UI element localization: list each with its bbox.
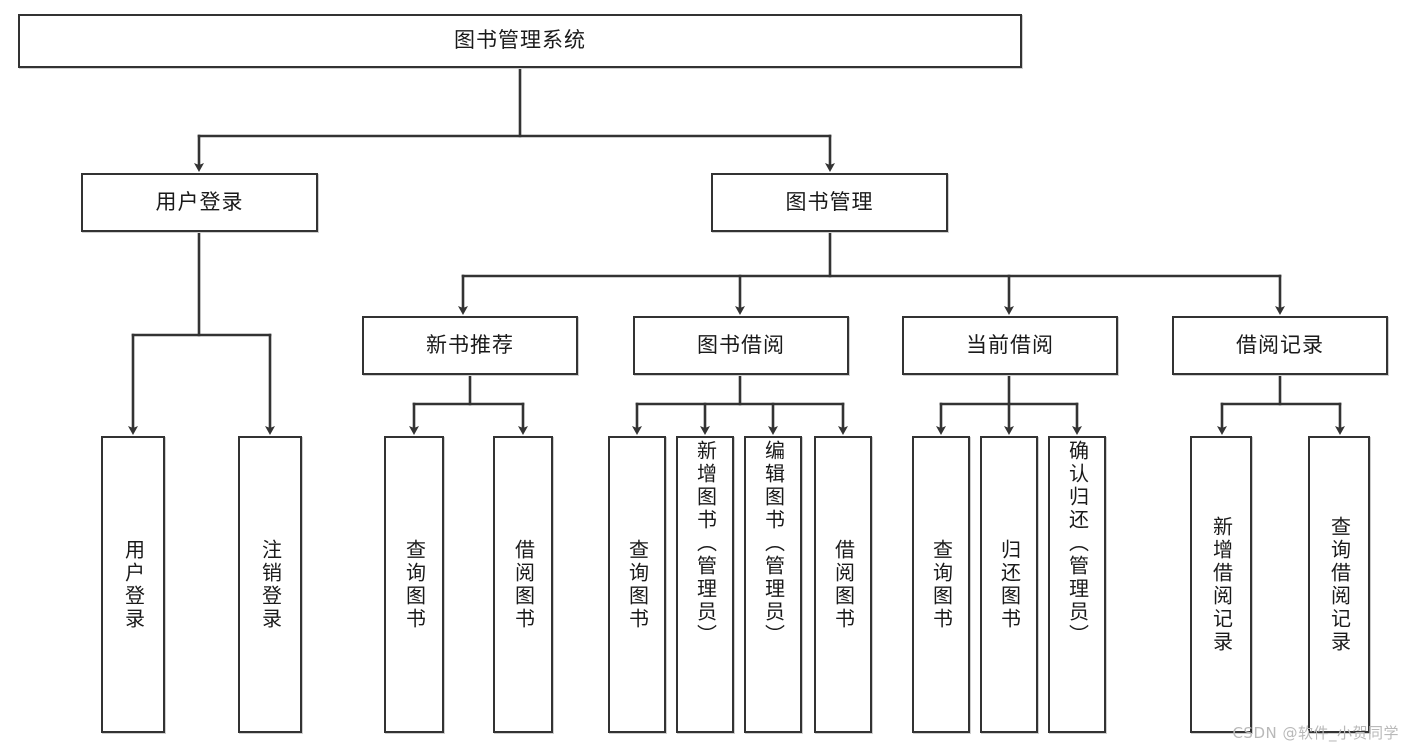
node-user-login-label: 用户登录 (155, 189, 244, 214)
node-book-borrow-label: 图书借阅 (697, 332, 785, 357)
watermark: CSDN @软件_小贺同学 (1232, 724, 1399, 742)
node-root-label: 图书管理系统 (454, 28, 586, 53)
node-leaf-user-logout[interactable]: 注销登录 (238, 436, 302, 733)
node-leaf-edit-book-label: 编辑图书（管理员） (761, 440, 786, 647)
node-leaf-query-book-3-label: 查询图书 (929, 538, 954, 631)
node-leaf-borrow-book-1[interactable]: 借阅图书 (493, 436, 553, 733)
node-leaf-query-book-3[interactable]: 查询图书 (912, 436, 970, 733)
node-leaf-add-record[interactable]: 新增借阅记录 (1190, 436, 1252, 733)
node-book-management-label: 图书管理 (785, 189, 874, 214)
node-leaf-query-record-label: 查询借阅记录 (1327, 515, 1352, 654)
node-leaf-add-book-label: 新增图书（管理员） (693, 440, 718, 647)
node-leaf-user-logout-label: 注销登录 (258, 538, 283, 631)
node-leaf-borrow-book-2[interactable]: 借阅图书 (814, 436, 872, 733)
node-root[interactable]: 图书管理系统 (18, 14, 1022, 68)
node-leaf-return-book[interactable]: 归还图书 (980, 436, 1038, 733)
node-leaf-query-book-2-label: 查询图书 (625, 538, 650, 631)
node-leaf-user-login-label: 用户登录 (121, 538, 146, 631)
node-borrow-record[interactable]: 借阅记录 (1172, 316, 1388, 375)
node-leaf-query-book-2[interactable]: 查询图书 (608, 436, 666, 733)
node-leaf-return-book-label: 归还图书 (997, 538, 1022, 631)
node-borrow-record-label: 借阅记录 (1236, 332, 1324, 357)
node-book-management[interactable]: 图书管理 (711, 173, 948, 232)
node-leaf-edit-book[interactable]: 编辑图书（管理员） (744, 436, 802, 733)
node-current-borrow-label: 当前借阅 (966, 332, 1054, 357)
node-leaf-borrow-book-1-label: 借阅图书 (511, 538, 536, 631)
node-leaf-query-book-1[interactable]: 查询图书 (384, 436, 444, 733)
node-leaf-add-record-label: 新增借阅记录 (1209, 515, 1234, 654)
node-leaf-confirm-return-label: 确认归还（管理员） (1065, 440, 1090, 647)
node-user-login[interactable]: 用户登录 (81, 173, 318, 232)
node-leaf-add-book[interactable]: 新增图书（管理员） (676, 436, 734, 733)
node-leaf-confirm-return[interactable]: 确认归还（管理员） (1048, 436, 1106, 733)
node-leaf-query-record[interactable]: 查询借阅记录 (1308, 436, 1370, 733)
node-current-borrow[interactable]: 当前借阅 (902, 316, 1118, 375)
node-new-book-recommend[interactable]: 新书推荐 (362, 316, 578, 375)
node-leaf-query-book-1-label: 查询图书 (402, 538, 427, 631)
node-leaf-user-login[interactable]: 用户登录 (101, 436, 165, 733)
node-book-borrow[interactable]: 图书借阅 (633, 316, 849, 375)
node-new-book-recommend-label: 新书推荐 (426, 332, 514, 357)
node-leaf-borrow-book-2-label: 借阅图书 (831, 538, 856, 631)
